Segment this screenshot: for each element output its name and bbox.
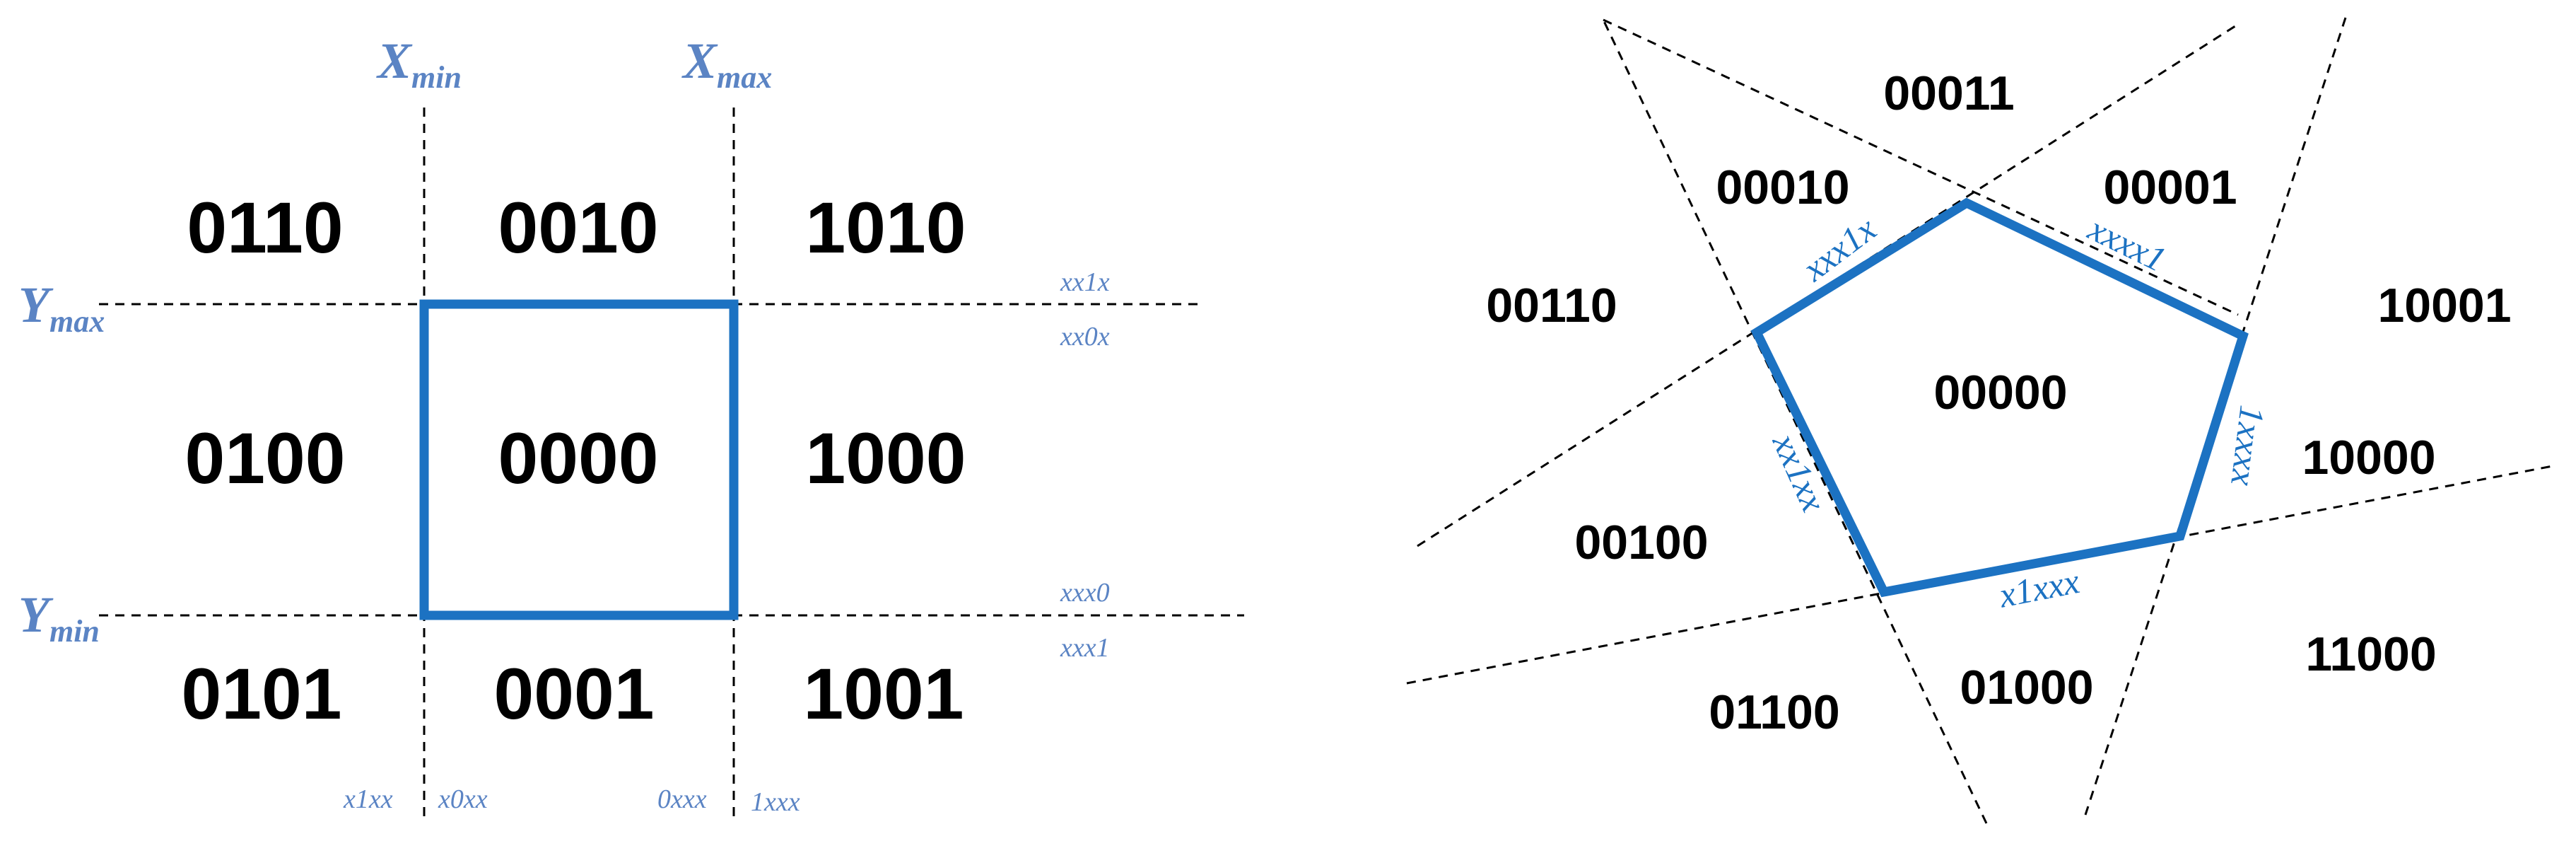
- mask-left-of-x-min: x1xx: [343, 784, 393, 814]
- region-code-bottom-right: 1001: [804, 654, 964, 734]
- mask-left-of-x-max: 0xxx: [657, 784, 707, 814]
- x-min-label: Xmin: [376, 33, 462, 95]
- mask-above-y-min: xxx0: [1060, 578, 1110, 608]
- rectangular-clip-diagram: Xmin Xmax Ymax Ymin 0110 0010 1010 0100 …: [18, 33, 1244, 820]
- region-code-01100: 01100: [1709, 685, 1839, 739]
- mask-above-y-max: xx1x: [1060, 267, 1110, 297]
- y-max-label: Ymax: [18, 277, 105, 339]
- region-code-00100: 00100: [1574, 516, 1708, 569]
- mask-right-of-x-min: x0xx: [438, 784, 488, 814]
- extended-edge-left: [1602, 19, 1988, 824]
- region-code-01000: 01000: [1960, 661, 2093, 714]
- region-code-middle-left: 0100: [185, 418, 346, 499]
- clip-window-rectangle: [419, 299, 739, 620]
- region-code-10001: 10001: [2377, 279, 2511, 332]
- region-code-inside: 0000: [498, 418, 659, 499]
- region-code-bottom-center: 0001: [494, 654, 655, 734]
- pentagon-clip-diagram: 00011 00010 00001 00110 10001 00000 1000…: [1406, 17, 2557, 824]
- mask-right-of-x-max: 1xxx: [751, 787, 800, 817]
- region-code-top-right: 1010: [806, 187, 966, 268]
- clip-window-pentagon: [1750, 197, 2249, 598]
- region-code-11000: 11000: [2305, 627, 2436, 681]
- region-code-00011: 00011: [1883, 66, 2014, 120]
- region-code-bottom-left: 0101: [182, 654, 342, 734]
- y-min-label: Ymin: [18, 586, 100, 649]
- region-code-middle-right: 1000: [806, 418, 966, 499]
- edge-mask-right: 1xxxx: [2223, 403, 2272, 488]
- mask-below-y-min: xxx1: [1060, 633, 1110, 663]
- x-max-label: Xmax: [681, 33, 772, 95]
- region-code-00001: 00001: [2103, 161, 2237, 214]
- region-code-00110: 00110: [1486, 279, 1617, 332]
- mask-below-y-max: xx0x: [1060, 322, 1110, 352]
- region-code-top-left: 0110: [187, 187, 343, 268]
- extended-edge-top-left: [1603, 18, 2239, 316]
- region-code-00000-inside: 00000: [1933, 366, 2067, 419]
- region-code-00010: 00010: [1716, 161, 1849, 214]
- region-code-10000: 10000: [2302, 431, 2435, 485]
- region-code-top-center: 0010: [498, 187, 659, 268]
